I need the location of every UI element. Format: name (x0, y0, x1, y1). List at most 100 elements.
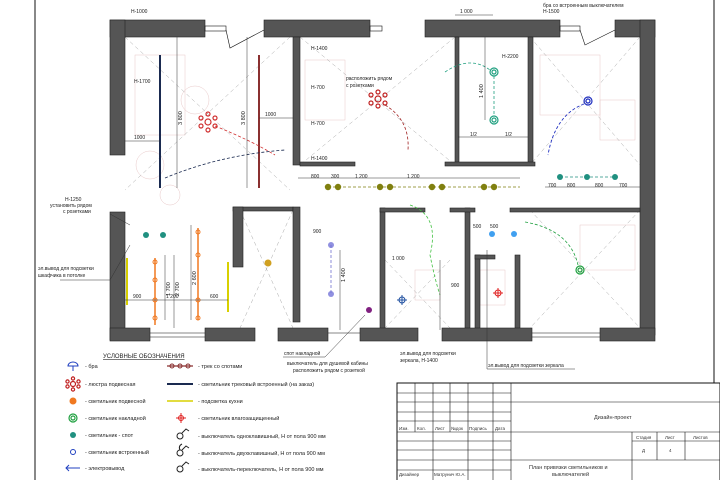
svg-text:800: 800 (311, 174, 320, 180)
svg-text:1000: 1000 (265, 112, 276, 118)
annotation-h1700: Н-1700 (134, 79, 151, 85)
pendant-light-icon (69, 397, 77, 405)
waterproof-light-icon (397, 295, 407, 305)
chandelier-icon (198, 111, 218, 133)
legend-title: УСЛОВНЫЕ ОБОЗНАЧЕНИЯ (103, 354, 185, 360)
label: Подпись (469, 426, 487, 431)
dimension-3800-right: 3 800 (241, 111, 247, 125)
svg-text:1 200: 1 200 (355, 174, 368, 180)
track-spots-icon (167, 363, 193, 369)
spot-surface-icon (366, 307, 372, 313)
label: - светильник накладной (85, 415, 146, 422)
annotation-h2200: Н-2200 (502, 54, 519, 60)
svg-text:700: 700 (548, 183, 557, 189)
svg-text:1 000: 1 000 (460, 9, 473, 15)
label: Дизайнер (399, 471, 420, 477)
label: Стадия (636, 435, 652, 440)
label: - светильник - спот (85, 433, 134, 439)
annotation-h700: Н-700 (311, 121, 325, 127)
svg-text:1 200: 1 200 (407, 174, 420, 180)
svg-text:600: 600 (210, 294, 219, 300)
label: - выключатель двухклавишный, Н от пола 9… (198, 450, 325, 457)
label: - светильник влагозащищенный (198, 415, 279, 422)
waterproof-light-icon (176, 413, 186, 423)
surface-light-icon (583, 96, 593, 106)
orange-pendant-dots (152, 229, 201, 321)
sheet-title: План привязки светильников и (529, 465, 608, 471)
annotation-cabinet-outlet: эл.вывод для подсветки (38, 266, 94, 272)
annotation-h1500: Н-1500 (543, 9, 560, 15)
pendant-light-icon (264, 259, 272, 267)
label: - подсветка кухни (198, 399, 243, 405)
annotation-h1400: Н-1400 (311, 156, 328, 162)
double-switch-icon (176, 443, 190, 457)
label: Дата (495, 426, 505, 431)
dimension-2600: 2 600 (192, 271, 198, 285)
legend-electrical-outlet-label: - электровывод (85, 466, 125, 472)
label: Матрунич Ю.А. (434, 472, 466, 477)
annotation-h700: Н-700 (311, 85, 325, 91)
surface-light-icon (575, 265, 585, 275)
annotation-cabinet-outlet: шкафчика в потолке (38, 273, 85, 279)
label: - светильник трековый встроенный (на зак… (198, 381, 314, 388)
room-diagonals (124, 36, 641, 329)
legend: УСЛОВНЫЕ ОБОЗНАЧЕНИЯ - бра - люстра подв… (65, 354, 326, 473)
waterproof-light-icon (493, 288, 503, 298)
title-block: Изм. Кол. Лист №док Подпись Дата Дизайн-… (396, 382, 720, 480)
svg-text:800: 800 (595, 183, 604, 189)
recessed-light-icon (70, 449, 76, 455)
label: Лист (665, 435, 675, 440)
annotation-near-sockets: расположить рядом (346, 76, 393, 82)
spot-light-icon (70, 432, 76, 438)
annotation-shower-switch: выключатель для душевой кабины (287, 360, 368, 367)
svg-text:900: 900 (451, 283, 460, 289)
annotation-near-sockets: с розетками (346, 83, 374, 89)
svg-text:900: 900 (133, 294, 142, 300)
surface-light-icon (68, 413, 78, 423)
dimension-labels: 1000 1000 1 000 800 300 1 200 1 200 700 … (133, 9, 628, 300)
label: Листов (693, 435, 708, 440)
annotation-h1000: Н-1000 (131, 9, 148, 15)
walls (109, 19, 656, 342)
svg-text:900: 900 (313, 229, 322, 235)
stage-value: Д (642, 448, 645, 453)
annotation-install-near: с розетками (63, 209, 91, 215)
svg-text:700: 700 (619, 183, 628, 189)
sconce-icon (67, 361, 79, 371)
svg-text:1/2: 1/2 (470, 132, 477, 138)
svg-text:500: 500 (490, 224, 499, 230)
annotation-mirror-outlet-2: эл.вывод для подсветки зеркала (488, 363, 564, 369)
dimension-1400-wardrobe: 1 400 (479, 84, 485, 98)
electrical-outlet-icon (65, 464, 80, 472)
windows (150, 25, 616, 338)
lighting-fixtures (126, 55, 618, 325)
annotation-install-near: установить рядом (50, 203, 92, 209)
annotation-mirror-outlet: эл.вывод для подсветки (400, 351, 456, 357)
dimension-1700: 1 700 (166, 282, 172, 296)
svg-text:500: 500 (473, 224, 482, 230)
dimension-3800-left: 3 800 (178, 111, 184, 125)
single-switch-icon (176, 428, 190, 440)
label: - люстра подвесная (85, 382, 135, 388)
label: - бра (85, 364, 99, 370)
annotation-spot-surface: спот накладной (284, 350, 321, 357)
svg-text:1000: 1000 (134, 135, 145, 141)
project-name: Дизайн-проект (594, 414, 632, 421)
label: - выключатель одноклавишный, Н от пола 9… (198, 433, 326, 440)
label: Кол. (417, 426, 426, 431)
label: - светильник встроенный (85, 449, 149, 456)
annotation-mirror-outlet: зеркала, Н-1400 (400, 358, 438, 364)
svg-text:800: 800 (567, 183, 576, 189)
pass-switch-icon (176, 461, 190, 473)
dimension-1400-corridor: 1 400 (341, 268, 347, 282)
sheet-title-line-2: выключателей (552, 471, 589, 478)
sheet-number: 4 (669, 448, 672, 453)
chandelier-icon (65, 376, 81, 392)
legend-pass-switch-label: - выключатель-переключатель, Н от пола 9… (198, 467, 324, 473)
svg-text:300: 300 (331, 174, 340, 180)
annotation-shower-switch: расположить рядом с розеткой (293, 367, 365, 374)
chandelier-icon (368, 89, 388, 109)
dimension-lines (125, 14, 640, 330)
svg-text:1 200: 1 200 (166, 294, 179, 300)
